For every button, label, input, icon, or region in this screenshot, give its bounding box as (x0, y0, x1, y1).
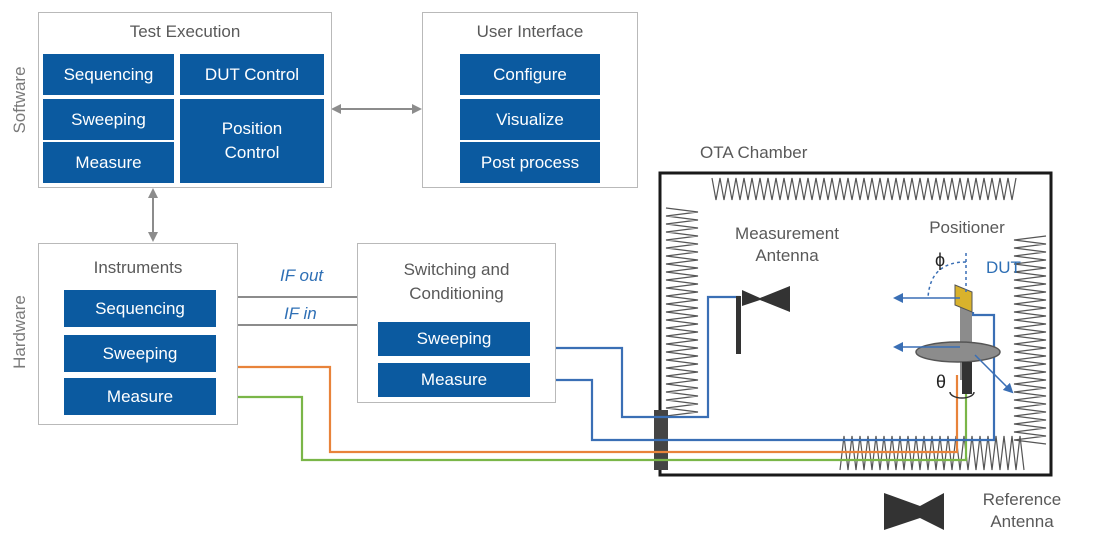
sw-measure-block: Measure (378, 363, 530, 397)
absorber-left (665, 207, 699, 417)
dut-signal (522, 312, 996, 442)
measurement-antenna-signal (522, 295, 740, 419)
user-interface-title: User Interface (476, 22, 584, 41)
reference-antenna-label-line2: Antenna (990, 512, 1054, 531)
te-sweeping-block: Sweeping (43, 99, 174, 140)
ui-visualize-block: Visualize (460, 99, 600, 140)
if-in-label: IF in (284, 304, 317, 323)
measurement-antenna-horn (742, 286, 790, 312)
measurement-antenna-mast (736, 296, 741, 354)
te-position-control-block: Position Control (180, 99, 324, 183)
dut-label: DUT (986, 258, 1021, 277)
measure-signal-green (216, 375, 968, 462)
measurement-antenna-label-line1: Measurement (735, 224, 839, 243)
theta-rotation-arrow (949, 391, 975, 399)
te-dut-control-block: DUT Control (180, 54, 324, 95)
instruments-title: Instruments (93, 258, 183, 277)
measurement-antenna-label-line2: Antenna (755, 246, 819, 265)
if-out-label: IF out (280, 266, 324, 285)
inst-sweeping-block: Sweeping (64, 335, 216, 372)
positioner-label: Positioner (929, 218, 1005, 237)
phi-arc (927, 261, 967, 299)
software-side-label: Software (10, 66, 29, 134)
ota-chamber-title: OTA Chamber (700, 143, 808, 162)
absorber-bottom (839, 435, 1025, 471)
inst-measure-block: Measure (64, 378, 216, 415)
te-sequencing-block: Sequencing (43, 54, 174, 95)
inst-sequencing-block: Sequencing (64, 290, 216, 327)
te-measure-block: Measure (43, 142, 174, 183)
switching-title-line1: Switching and (403, 260, 510, 279)
sweeping-signal-orange (216, 365, 959, 454)
theta-symbol: θ (936, 372, 947, 392)
positioner-turntable (915, 341, 1001, 363)
reference-antenna-horn (884, 493, 944, 530)
ota-chamber-wall (658, 171, 1053, 477)
positioner-base (962, 362, 972, 394)
phi-symbol: ϕ (935, 250, 946, 270)
test-execution-title: Test Execution (129, 22, 241, 41)
absorber-right (1013, 235, 1047, 445)
switching-title-line2: Conditioning (409, 284, 504, 303)
diag-axis (974, 354, 1014, 394)
ui-post-process-block: Post process (460, 142, 600, 183)
sw-sweeping-block: Sweeping (378, 322, 530, 356)
absorber-top (711, 177, 1017, 201)
hardware-side-label: Hardware (10, 295, 29, 369)
reference-antenna-label-line1: Reference (982, 490, 1062, 509)
ui-configure-block: Configure (460, 54, 600, 95)
position-control-label: Position Control (221, 119, 283, 162)
